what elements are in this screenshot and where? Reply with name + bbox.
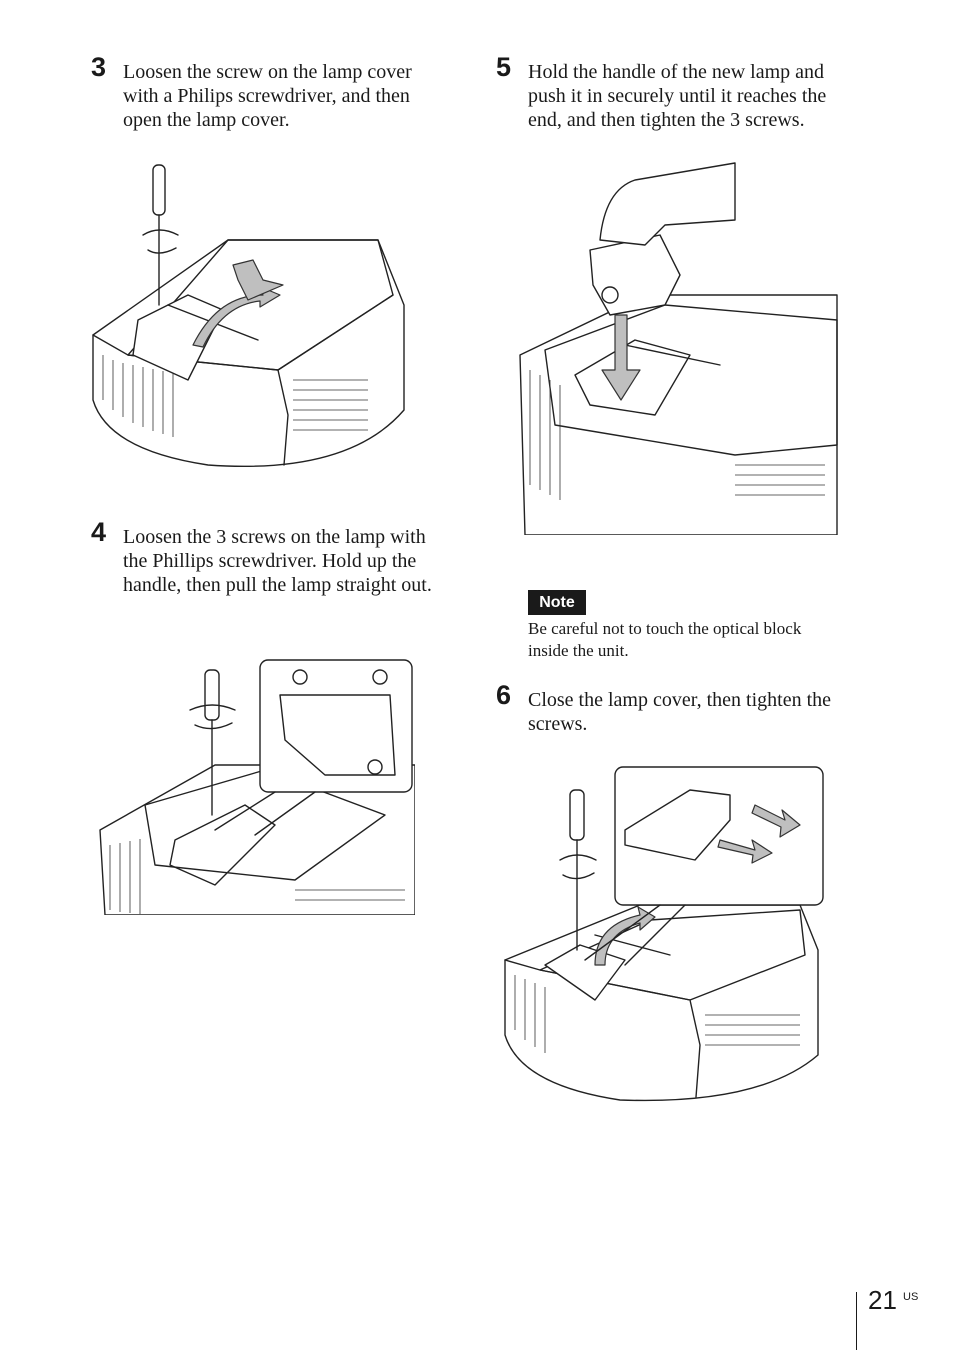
- step-number: 5: [496, 52, 512, 82]
- right-arrow-icon: [751, 804, 801, 838]
- illustration-insert-lamp: [515, 155, 840, 535]
- page-number: 21: [868, 1285, 897, 1315]
- zoom-inset: [259, 659, 413, 793]
- hand-icon: [599, 162, 736, 246]
- right-arrow-icon: [717, 839, 773, 864]
- screwdriver-icon: [569, 789, 585, 841]
- note-text: Be careful not to touch the optical bloc…: [528, 619, 802, 660]
- screw-icon: [372, 669, 388, 685]
- step-instruction: Loosen the screw on the lamp cover with …: [123, 61, 412, 131]
- step-number: 4: [91, 517, 107, 547]
- step-instruction: Close the lamp cover, then tighten the s…: [528, 689, 832, 735]
- step-number: 3: [91, 52, 107, 82]
- page-region-code: US: [903, 1291, 919, 1303]
- zoom-inset: [614, 766, 824, 906]
- projector-illustration: [99, 659, 415, 915]
- screw-icon: [367, 759, 383, 775]
- projector-illustration: [504, 766, 824, 1102]
- step-instruction: Hold the handle of the new lamp and push…: [528, 61, 827, 131]
- projector-illustration: [92, 164, 405, 468]
- screwdriver-icon: [204, 669, 220, 721]
- lamp-unit-icon: [589, 234, 681, 316]
- step-number: 6: [496, 680, 512, 710]
- note-label: Note: [528, 590, 586, 615]
- step-instruction: Loosen the 3 screws on the lamp with the…: [123, 526, 432, 596]
- illustration-open-lamp-cover: [88, 155, 413, 475]
- screw-icon: [292, 669, 308, 685]
- projector-illustration: [519, 162, 838, 535]
- footer-rule: [856, 1292, 857, 1350]
- screwdriver-icon: [152, 164, 166, 216]
- down-arrow-icon: [601, 314, 641, 401]
- illustration-remove-lamp: [95, 655, 415, 915]
- illustration-close-lamp-cover: [500, 765, 828, 1105]
